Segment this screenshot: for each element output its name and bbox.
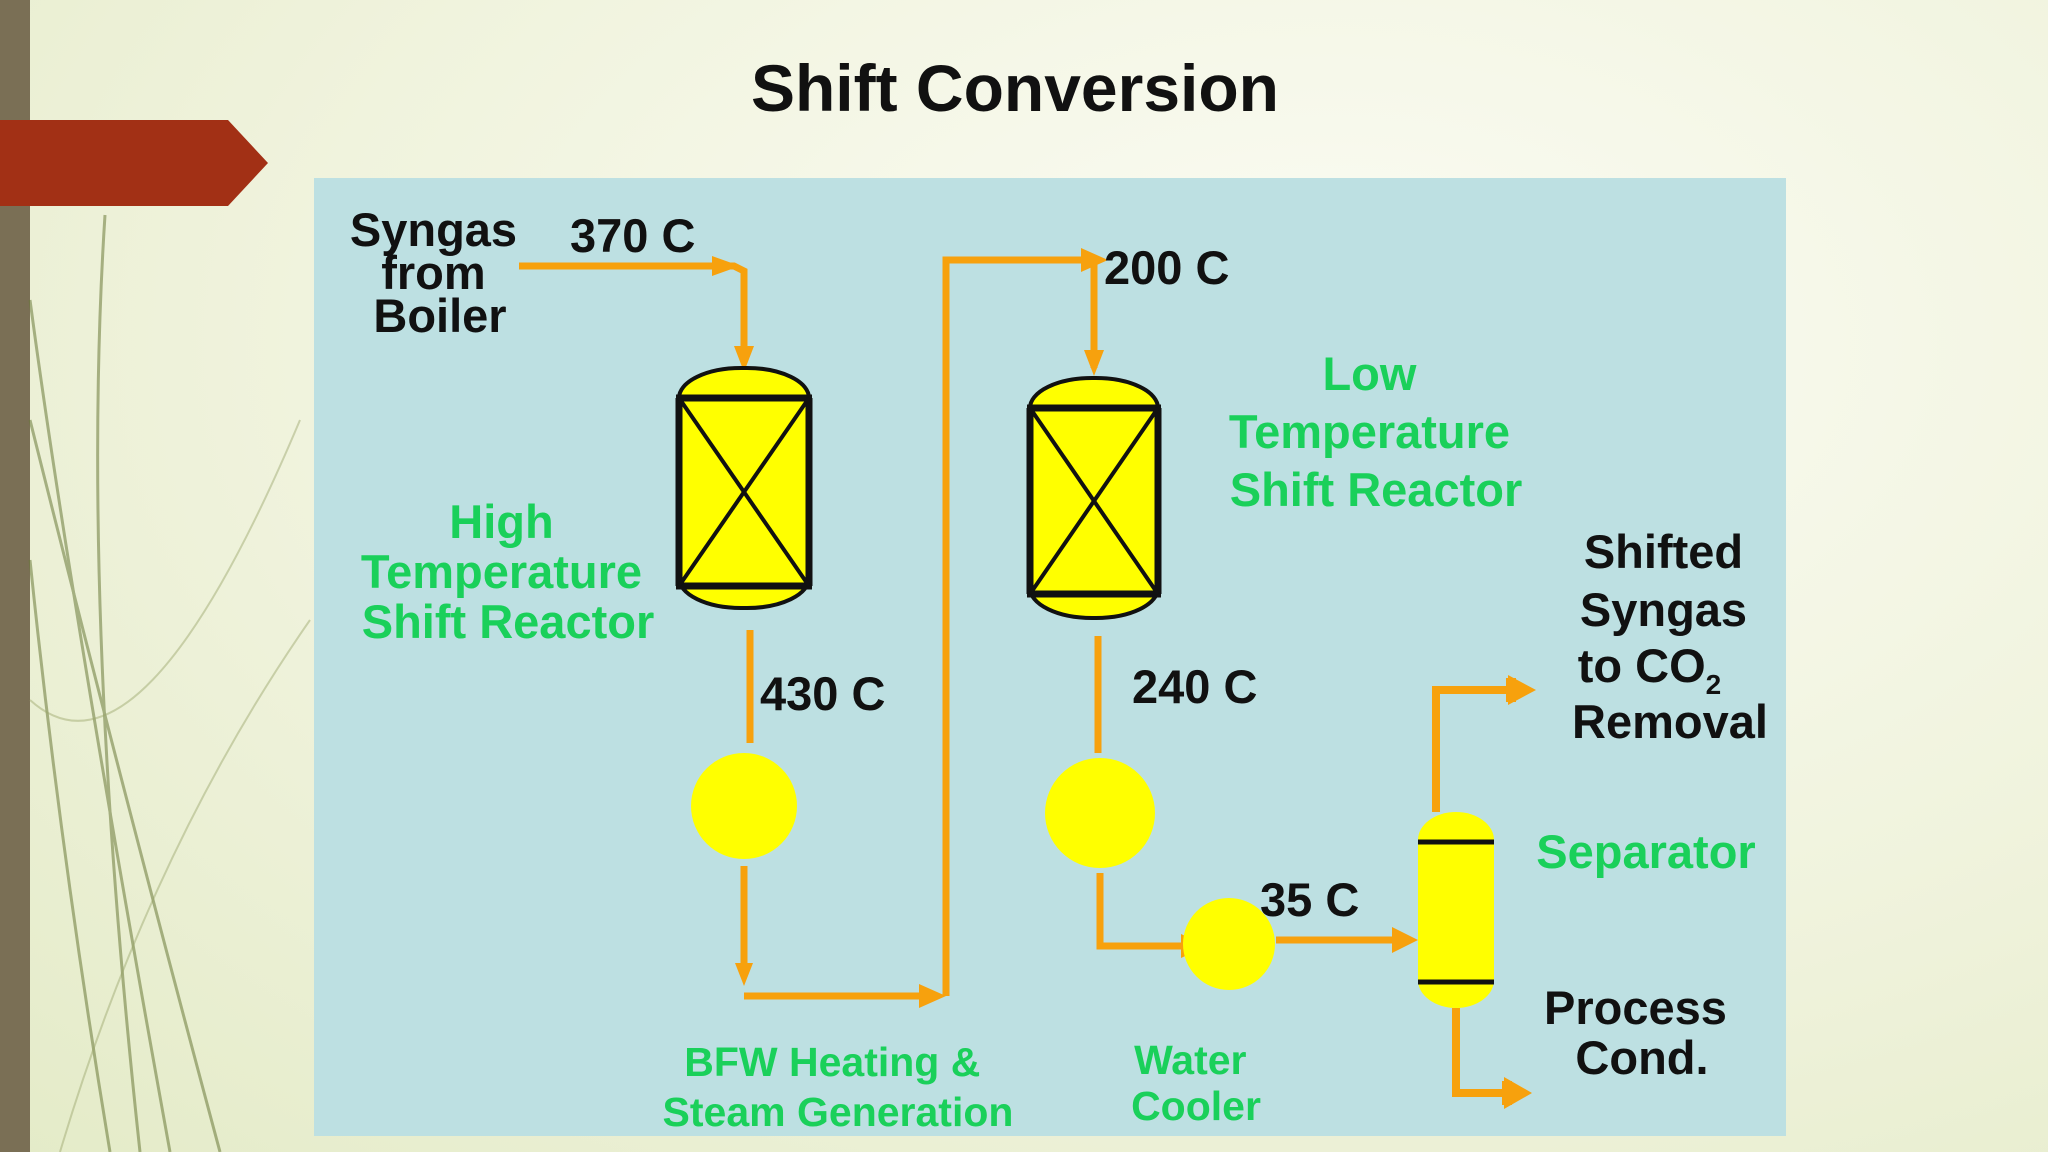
water-cooler xyxy=(1183,898,1275,990)
slide-title: Shift Conversion xyxy=(750,51,1280,125)
pipe-bfw-down-arrow xyxy=(735,963,753,986)
red-accent-arrow xyxy=(0,120,268,206)
temp-hts-out: 430 C xyxy=(760,667,885,720)
decorative-grass-lines xyxy=(28,214,311,1152)
pipe-lts-in-arrow xyxy=(1084,350,1104,376)
separator-label: Separator xyxy=(1536,825,1755,878)
temp-lts-out: 240 C xyxy=(1132,660,1257,713)
temp-cooler-out: 35 C xyxy=(1260,873,1359,926)
lts-exchanger xyxy=(1045,758,1155,868)
lts-reactor-vessel xyxy=(1026,376,1162,620)
pipe-condensate-arrow-base xyxy=(1502,1081,1512,1105)
pipe-feed xyxy=(519,262,748,356)
pipe-to-separator-arrow xyxy=(1392,927,1418,953)
shift-conversion-diagram: Syngas from Boiler 370 C 430 C 200 C 240… xyxy=(314,178,1786,1136)
temp-lts-in: 200 C xyxy=(1104,241,1229,294)
product-label: Shifted Syngas to CO2 Removal xyxy=(1572,525,1768,748)
bfw-label: BFW Heating & Steam Generation xyxy=(663,1039,1014,1135)
pipe-feed-arrow-h xyxy=(712,256,740,276)
pipe-bottom-arrow xyxy=(919,984,946,1008)
temp-feed: 370 C xyxy=(570,209,695,262)
feed-label: Syngas from Boiler xyxy=(350,203,530,342)
separator-vessel xyxy=(1418,812,1494,1008)
bfw-heater-exchanger xyxy=(691,753,797,859)
hts-label: High Temperature Shift Reactor xyxy=(361,495,655,648)
diagram-panel xyxy=(314,178,1786,1136)
cooler-label: Water Cooler xyxy=(1131,1037,1261,1129)
hts-reactor-vessel xyxy=(675,366,813,610)
pipe-product xyxy=(1432,686,1514,812)
pipe-riser xyxy=(942,256,1094,996)
condensate-label: Process Cond. xyxy=(1544,981,1740,1084)
pipe-to-cooler xyxy=(1096,873,1194,950)
pipe-feed-arrow-v xyxy=(734,346,754,372)
lts-label: Low Temperature Shift Reactor xyxy=(1229,347,1523,516)
pipe-condensate xyxy=(1452,1008,1514,1097)
pipe-product-arrow-base xyxy=(1506,678,1516,702)
